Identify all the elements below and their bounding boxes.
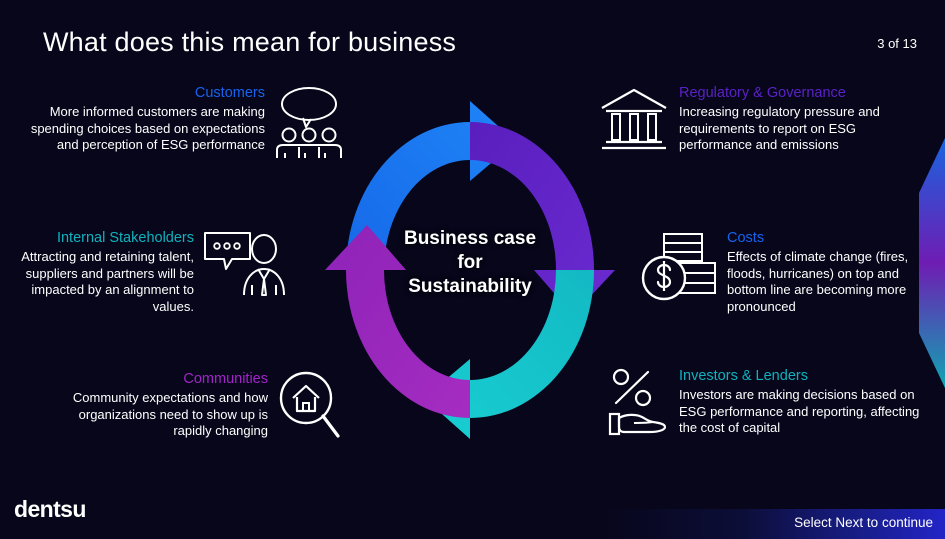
percent-hand-icon — [608, 367, 670, 437]
coins-dollar-icon — [640, 229, 718, 303]
callout-body-communities: Community expectations and how organizat… — [72, 390, 268, 438]
cycle-center-line-1: Business case — [403, 228, 537, 249]
next-hint-bar[interactable]: Select Next to continue — [597, 509, 945, 539]
next-hint-label: Select Next to continue — [794, 515, 933, 530]
callout-heading-internal-stakeholders: Internal Stakeholders — [56, 230, 194, 246]
callout-body-regulatory-governance: Increasing regulatory pressure and requi… — [679, 104, 880, 152]
slide-counter: 3 of 13 — [877, 36, 917, 51]
cycle-center-line-3: Sustainability — [408, 276, 532, 297]
person-chat-icon — [202, 229, 294, 297]
callout-costs: Costs Effects of climate change (fires, … — [640, 229, 940, 315]
cycle-arrow-purple — [470, 122, 615, 315]
dentsu-logo: dentsu — [14, 496, 86, 522]
callout-body-internal-stakeholders: Attracting and retaining talent, supplie… — [21, 249, 194, 314]
cycle-center-line-2: for — [457, 252, 483, 273]
page-title: What does this mean for business — [43, 27, 457, 57]
house-magnifier-icon — [276, 370, 342, 442]
callout-heading-costs: Costs — [727, 230, 765, 246]
cycle-diagram: Business case for Sustainability — [320, 96, 620, 444]
edge-accent-decoration — [919, 138, 945, 388]
callout-internal-stakeholders: Internal Stakeholders Attracting and ret… — [0, 229, 298, 315]
cycle-center-label: Business case for Sustainability — [320, 227, 620, 299]
people-speech-bubble-icon — [273, 84, 343, 160]
callout-heading-communities: Communities — [183, 371, 268, 387]
callout-heading-regulatory-governance: Regulatory & Governance — [679, 85, 846, 101]
callout-body-investors-lenders: Investors are making decisions based on … — [679, 387, 920, 435]
callout-heading-customers: Customers — [194, 85, 265, 101]
government-building-icon — [598, 84, 670, 156]
callout-heading-investors-lenders: Investors & Lenders — [679, 368, 808, 384]
callout-customers: Customers More informed customers are ma… — [25, 84, 345, 160]
callout-body-customers: More informed customers are making spend… — [30, 104, 265, 152]
callout-regulatory-governance: Regulatory & Governance Increasing regul… — [598, 84, 928, 156]
callout-investors-lenders: Investors & Lenders Investors are making… — [608, 367, 943, 437]
cycle-arrow-magenta — [325, 225, 470, 418]
callout-communities: Communities Community expectations and h… — [40, 370, 345, 442]
callout-body-costs: Effects of climate change (fires, floods… — [727, 249, 909, 314]
